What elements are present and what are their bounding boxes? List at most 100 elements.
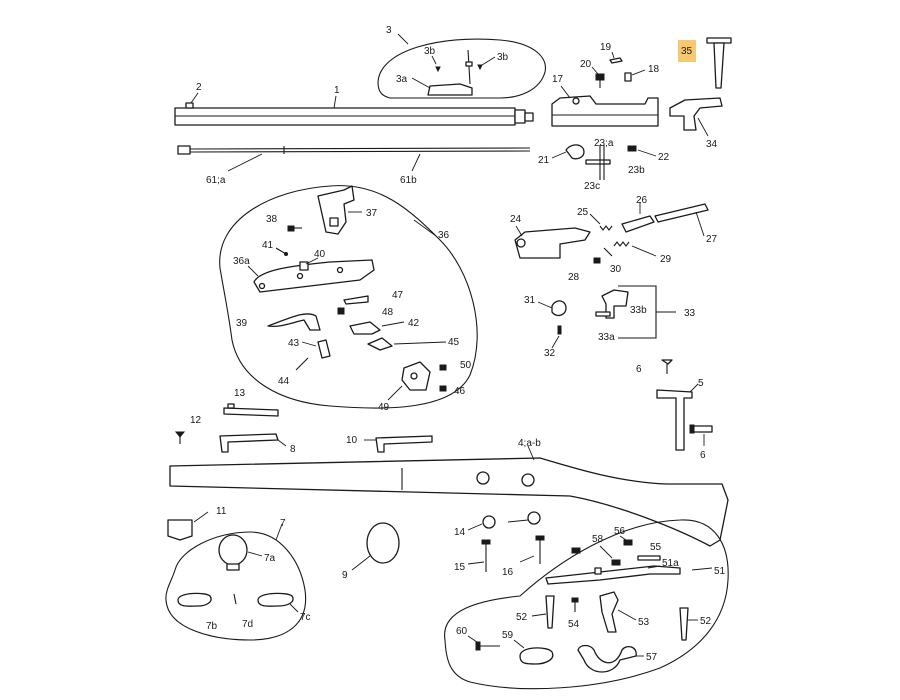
- label-51: 51: [714, 566, 726, 577]
- screw-16: [535, 535, 545, 564]
- ramrod: [177, 145, 531, 155]
- label-7d: 7d: [242, 619, 253, 630]
- part-13: [223, 403, 279, 417]
- label-24: 24: [510, 214, 522, 225]
- label-41: 41: [262, 240, 274, 251]
- label-18: 18: [648, 64, 660, 75]
- label-29: 29: [660, 254, 672, 265]
- label-7: 7: [280, 518, 286, 529]
- label-25: 25: [577, 207, 589, 218]
- label-39: 39: [236, 318, 248, 329]
- label-58: 58: [592, 534, 604, 545]
- swivel-7c: [257, 592, 294, 607]
- spring-29: [613, 241, 630, 247]
- part-55: [637, 555, 661, 561]
- label-8: 8: [290, 444, 296, 455]
- highlight-35: [678, 40, 696, 62]
- part-23-group: [585, 145, 611, 180]
- hammer-37: [317, 185, 355, 235]
- part-24: [514, 227, 591, 259]
- part-11: [167, 519, 193, 541]
- label-12: 12: [190, 415, 202, 426]
- label-7a: 7a: [264, 553, 276, 564]
- trigger-group-outline: [444, 519, 729, 690]
- label-7b: 7b: [206, 621, 218, 632]
- breech-block: [551, 95, 659, 127]
- label-45: 45: [448, 337, 460, 348]
- part-48: [337, 307, 345, 315]
- part-10: [375, 435, 433, 453]
- lock-group-outline: [219, 185, 478, 409]
- bridle-49: [401, 361, 431, 391]
- part-31: [551, 300, 567, 317]
- label-16: 16: [502, 567, 514, 578]
- label-53: 53: [638, 617, 650, 628]
- label-3: 3: [386, 25, 392, 36]
- band-7a: [218, 534, 248, 571]
- pin-35: [706, 37, 732, 89]
- screw-52-left: [545, 595, 555, 629]
- label-9: 9: [342, 570, 348, 581]
- part-26: [621, 215, 655, 233]
- stock-4: [169, 457, 729, 547]
- label-34: 34: [706, 139, 718, 150]
- screw-22: [627, 145, 637, 152]
- label-36a: 36a: [233, 256, 250, 267]
- trigger-plate-51a: [545, 565, 681, 585]
- label-23a: 23;a: [594, 138, 614, 149]
- spring-39: [267, 313, 321, 331]
- screw-28: [593, 257, 601, 264]
- group-33-bracket: [595, 285, 676, 339]
- pin-41: [275, 247, 288, 256]
- spring-25: [599, 225, 613, 231]
- label-49: 49: [378, 402, 390, 413]
- label-31: 31: [524, 295, 536, 306]
- label-61b: 61b: [400, 175, 417, 186]
- part-43: [317, 339, 331, 359]
- label-1: 1: [334, 85, 340, 96]
- label-59: 59: [502, 630, 514, 641]
- part-58: [571, 547, 621, 566]
- label-50: 50: [460, 360, 472, 371]
- label-5: 5: [698, 378, 704, 389]
- part-5: [656, 389, 693, 451]
- label-10: 10: [346, 435, 358, 446]
- band-group-outline: [165, 531, 307, 641]
- trigger-guard-57: [577, 644, 637, 673]
- label-52-left: 52: [516, 612, 528, 623]
- part-21: [565, 144, 585, 160]
- label-11: 11: [216, 506, 227, 517]
- label-57: 57: [646, 652, 658, 663]
- pin-6-top: [661, 359, 673, 374]
- screw-20: [595, 73, 605, 88]
- rod-27: [654, 203, 709, 223]
- label-27: 27: [706, 234, 718, 245]
- label-38: 38: [266, 214, 278, 225]
- label-22: 22: [658, 152, 670, 163]
- part-42: [349, 321, 381, 335]
- label-48: 48: [382, 307, 394, 318]
- label-55: 55: [650, 542, 662, 553]
- pin-44: [295, 357, 309, 371]
- label-13: 13: [234, 388, 246, 399]
- part-56: [623, 539, 633, 546]
- screw-38: [287, 225, 302, 232]
- label-52-right: 52: [700, 616, 712, 627]
- label-23c: 23c: [584, 181, 600, 192]
- part-30: [603, 247, 613, 257]
- label-2: 2: [196, 82, 202, 93]
- label-7c: 7c: [300, 612, 311, 623]
- sight-group-outline: [377, 38, 546, 99]
- label-3b-left: 3b: [424, 46, 436, 57]
- screw-18: [624, 72, 632, 82]
- screw-60: [475, 641, 500, 651]
- label-19: 19: [600, 42, 612, 53]
- screw-6-bottom: [689, 424, 713, 434]
- label-42: 42: [408, 318, 420, 329]
- label-33: 33: [684, 308, 696, 319]
- lock-plate-36a: [253, 259, 375, 293]
- screw-15: [481, 539, 491, 572]
- label-60: 60: [456, 626, 468, 637]
